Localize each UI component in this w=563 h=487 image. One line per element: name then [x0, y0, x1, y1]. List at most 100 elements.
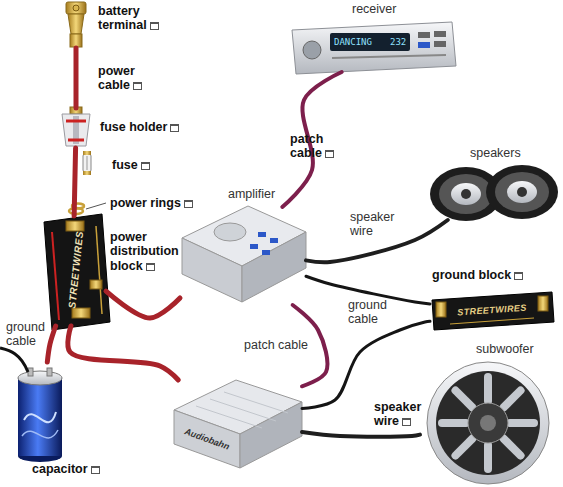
amplifier-fan: [214, 223, 246, 241]
holder-band: [68, 139, 84, 142]
receiver-display: [330, 33, 410, 51]
text-label: ground cable: [6, 320, 56, 349]
fuse-cap: [83, 151, 91, 155]
part-label: fuse: [112, 158, 172, 172]
block-stripe: [52, 232, 59, 320]
component-box: capacitor: [12, 362, 68, 460]
receiver-slot: [332, 55, 446, 58]
subwoofer-cone: [436, 371, 540, 475]
link-icon: [133, 82, 142, 90]
spk-cable: [302, 432, 420, 437]
link-icon: [146, 263, 155, 271]
volume-knob: [303, 41, 321, 59]
amplifier-fin: [210, 399, 276, 421]
block-terminal: [72, 308, 90, 318]
part-label: fuse holder: [100, 120, 200, 134]
holder-band: [66, 120, 86, 123]
cable-label: patch cable: [244, 338, 324, 352]
part-label: power distribution block: [110, 230, 190, 273]
receiver-button: [418, 42, 430, 48]
component-box: fuse holder: [58, 108, 94, 148]
terminal-bolt: [73, 5, 79, 11]
link-icon: [184, 200, 193, 208]
capacitor-swirl: [24, 412, 56, 422]
component-box: subwoofer: [420, 362, 556, 484]
power-cable: [74, 148, 75, 216]
link-icon: [514, 272, 523, 280]
cable-label: patch cable: [290, 132, 344, 161]
amplifier-side: [242, 232, 306, 302]
power-cable: [47, 326, 55, 362]
receiver-button: [434, 41, 446, 47]
component-box: battery terminal: [62, 0, 90, 48]
ground-terminal: [436, 302, 446, 317]
subwoofer-hub: [468, 403, 508, 443]
amplifier-button: [250, 244, 258, 249]
speaker-cap: [461, 189, 471, 199]
block-terminal: [66, 221, 84, 231]
fuse-element: [87, 156, 88, 170]
component-box: receiver: [292, 24, 456, 72]
block-terminal: [90, 280, 102, 289]
grille-spoke: [484, 445, 492, 469]
amplifier-button: [258, 232, 266, 237]
receiver-body: [292, 22, 456, 74]
link-icon: [170, 124, 179, 132]
text-label: DANCING: [334, 37, 388, 48]
text-label: STREETWIRES: [452, 302, 533, 318]
text-label: STREETWIRES: [66, 229, 86, 310]
grille-spoke: [456, 439, 473, 456]
component-box: amplifier: [180, 207, 306, 305]
part-label: Audiobahn: [177, 424, 237, 454]
component-box: fuse: [80, 150, 94, 176]
component-box: speakers: [428, 166, 556, 220]
grille-spoke: [484, 377, 492, 401]
holder-body: [62, 114, 90, 146]
receiver-button: [434, 31, 446, 37]
amplifier-fin: [224, 392, 288, 413]
spk-cable: [306, 220, 448, 262]
part-label: battery terminal: [98, 4, 164, 33]
link-icon: [325, 150, 334, 158]
part-label: amplifier: [228, 187, 308, 201]
grille-spoke: [504, 391, 521, 408]
text-label: 232: [390, 37, 410, 48]
power-cable: [74, 48, 79, 108]
amplifier-side: [174, 410, 240, 468]
capacitor-post: [47, 368, 52, 376]
grille-spoke: [504, 439, 521, 456]
grille-spoke: [456, 391, 473, 408]
speaker-cap: [517, 187, 527, 197]
cable-label: speaker wire: [374, 400, 432, 429]
ground-stripe: [450, 318, 534, 324]
subwoofer-frame: [427, 362, 549, 484]
capacitor-body: [18, 378, 62, 456]
speaker-cone: [495, 172, 549, 212]
text-label: power rings: [110, 196, 210, 210]
amplifier-button: [262, 250, 270, 255]
link-icon: [150, 22, 159, 30]
ground-terminal: [538, 296, 548, 311]
link-icon: [141, 162, 150, 170]
component-box: Audiobahn: [172, 380, 302, 470]
distribution-block: [44, 214, 110, 330]
amplifier-side: [182, 238, 242, 302]
receiver-button: [418, 32, 430, 38]
link-icon: [91, 466, 100, 474]
grille-spoke: [510, 419, 534, 427]
link-icon: [402, 418, 411, 426]
terminal-clamp: [66, 2, 86, 14]
amplifier-button: [270, 238, 278, 243]
part-label: receiver: [352, 2, 432, 16]
grille-spoke: [442, 419, 466, 427]
speaker-tweeter: [507, 181, 537, 203]
fuse-glass: [83, 154, 91, 172]
power-cable: [68, 326, 178, 380]
subwoofer-grille: [442, 377, 534, 469]
terminal-body: [68, 14, 84, 34]
capacitor-swirl: [22, 430, 58, 438]
ground-wire: [0, 348, 28, 372]
part-label: speakers: [470, 146, 550, 160]
